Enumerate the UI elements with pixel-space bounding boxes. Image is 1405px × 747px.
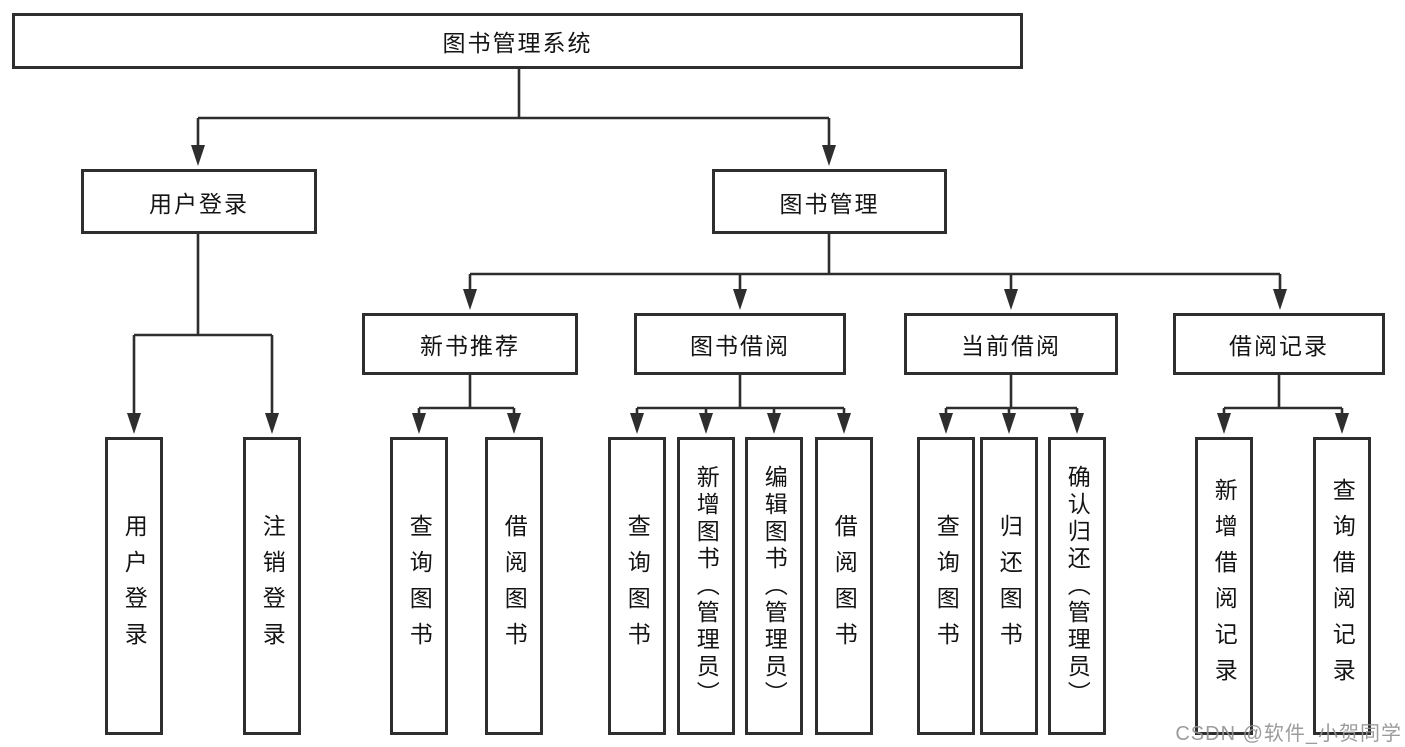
leaf-add-book-admin: 新增图书（管理员） (677, 437, 735, 735)
leaf-add-borrow-record-label: 新增借阅记录 (1211, 478, 1238, 694)
leaf-confirm-return-admin: 确认归还（管理员） (1048, 437, 1106, 735)
leaf-add-book-admin-label: 新增图书（管理员） (693, 464, 720, 708)
node-book-borrow: 图书借阅 (634, 313, 846, 375)
node-new-book-recommend: 新书推荐 (362, 313, 578, 375)
node-book-management: 图书管理 (712, 169, 947, 234)
leaf-borrow-books-recommend: 借阅图书 (485, 437, 543, 735)
leaf-query-books-recommend: 查询图书 (390, 437, 448, 735)
node-book-management-label: 图书管理 (779, 190, 880, 217)
leaf-borrow-books-borrow: 借阅图书 (815, 437, 873, 735)
leaf-query-books-current: 查询图书 (917, 437, 975, 735)
node-root: 图书管理系统 (12, 13, 1023, 69)
node-new-book-recommend-label: 新书推荐 (420, 333, 520, 359)
node-current-borrow: 当前借阅 (904, 313, 1118, 375)
leaf-query-borrow-record: 查询借阅记录 (1313, 437, 1371, 735)
leaf-edit-book-admin: 编辑图书（管理员） (745, 437, 803, 735)
leaf-query-books-recommend-label: 查询图书 (406, 514, 433, 658)
node-user-login-label: 用户登录 (149, 190, 249, 217)
node-borrow-records-label: 借阅记录 (1229, 333, 1329, 359)
leaf-user-login: 用户登录 (105, 437, 163, 735)
leaf-borrow-books-borrow-label: 借阅图书 (831, 514, 858, 658)
leaf-return-books-label: 归还图书 (996, 514, 1023, 658)
leaf-user-login-label: 用户登录 (121, 514, 148, 658)
node-current-borrow-label: 当前借阅 (961, 333, 1061, 359)
leaf-query-books-borrow-label: 查询图书 (624, 514, 651, 658)
leaf-logout: 注销登录 (243, 437, 301, 735)
leaf-confirm-return-admin-label: 确认归还（管理员） (1064, 464, 1091, 708)
node-borrow-records: 借阅记录 (1173, 313, 1385, 375)
leaf-edit-book-admin-label: 编辑图书（管理员） (761, 464, 788, 708)
leaf-return-books: 归还图书 (980, 437, 1038, 735)
leaf-query-borrow-record-label: 查询借阅记录 (1329, 478, 1356, 694)
leaf-add-borrow-record: 新增借阅记录 (1195, 437, 1253, 735)
node-user-login: 用户登录 (81, 169, 317, 234)
leaf-logout-label: 注销登录 (259, 514, 286, 658)
csdn-watermark: CSDN @软件_小贺同学 (1175, 723, 1402, 745)
leaf-query-books-current-label: 查询图书 (933, 514, 960, 658)
node-book-borrow-label: 图书借阅 (690, 333, 790, 359)
leaf-borrow-books-recommend-label: 借阅图书 (501, 514, 528, 658)
node-root-label: 图书管理系统 (442, 30, 593, 56)
leaf-query-books-borrow: 查询图书 (608, 437, 666, 735)
